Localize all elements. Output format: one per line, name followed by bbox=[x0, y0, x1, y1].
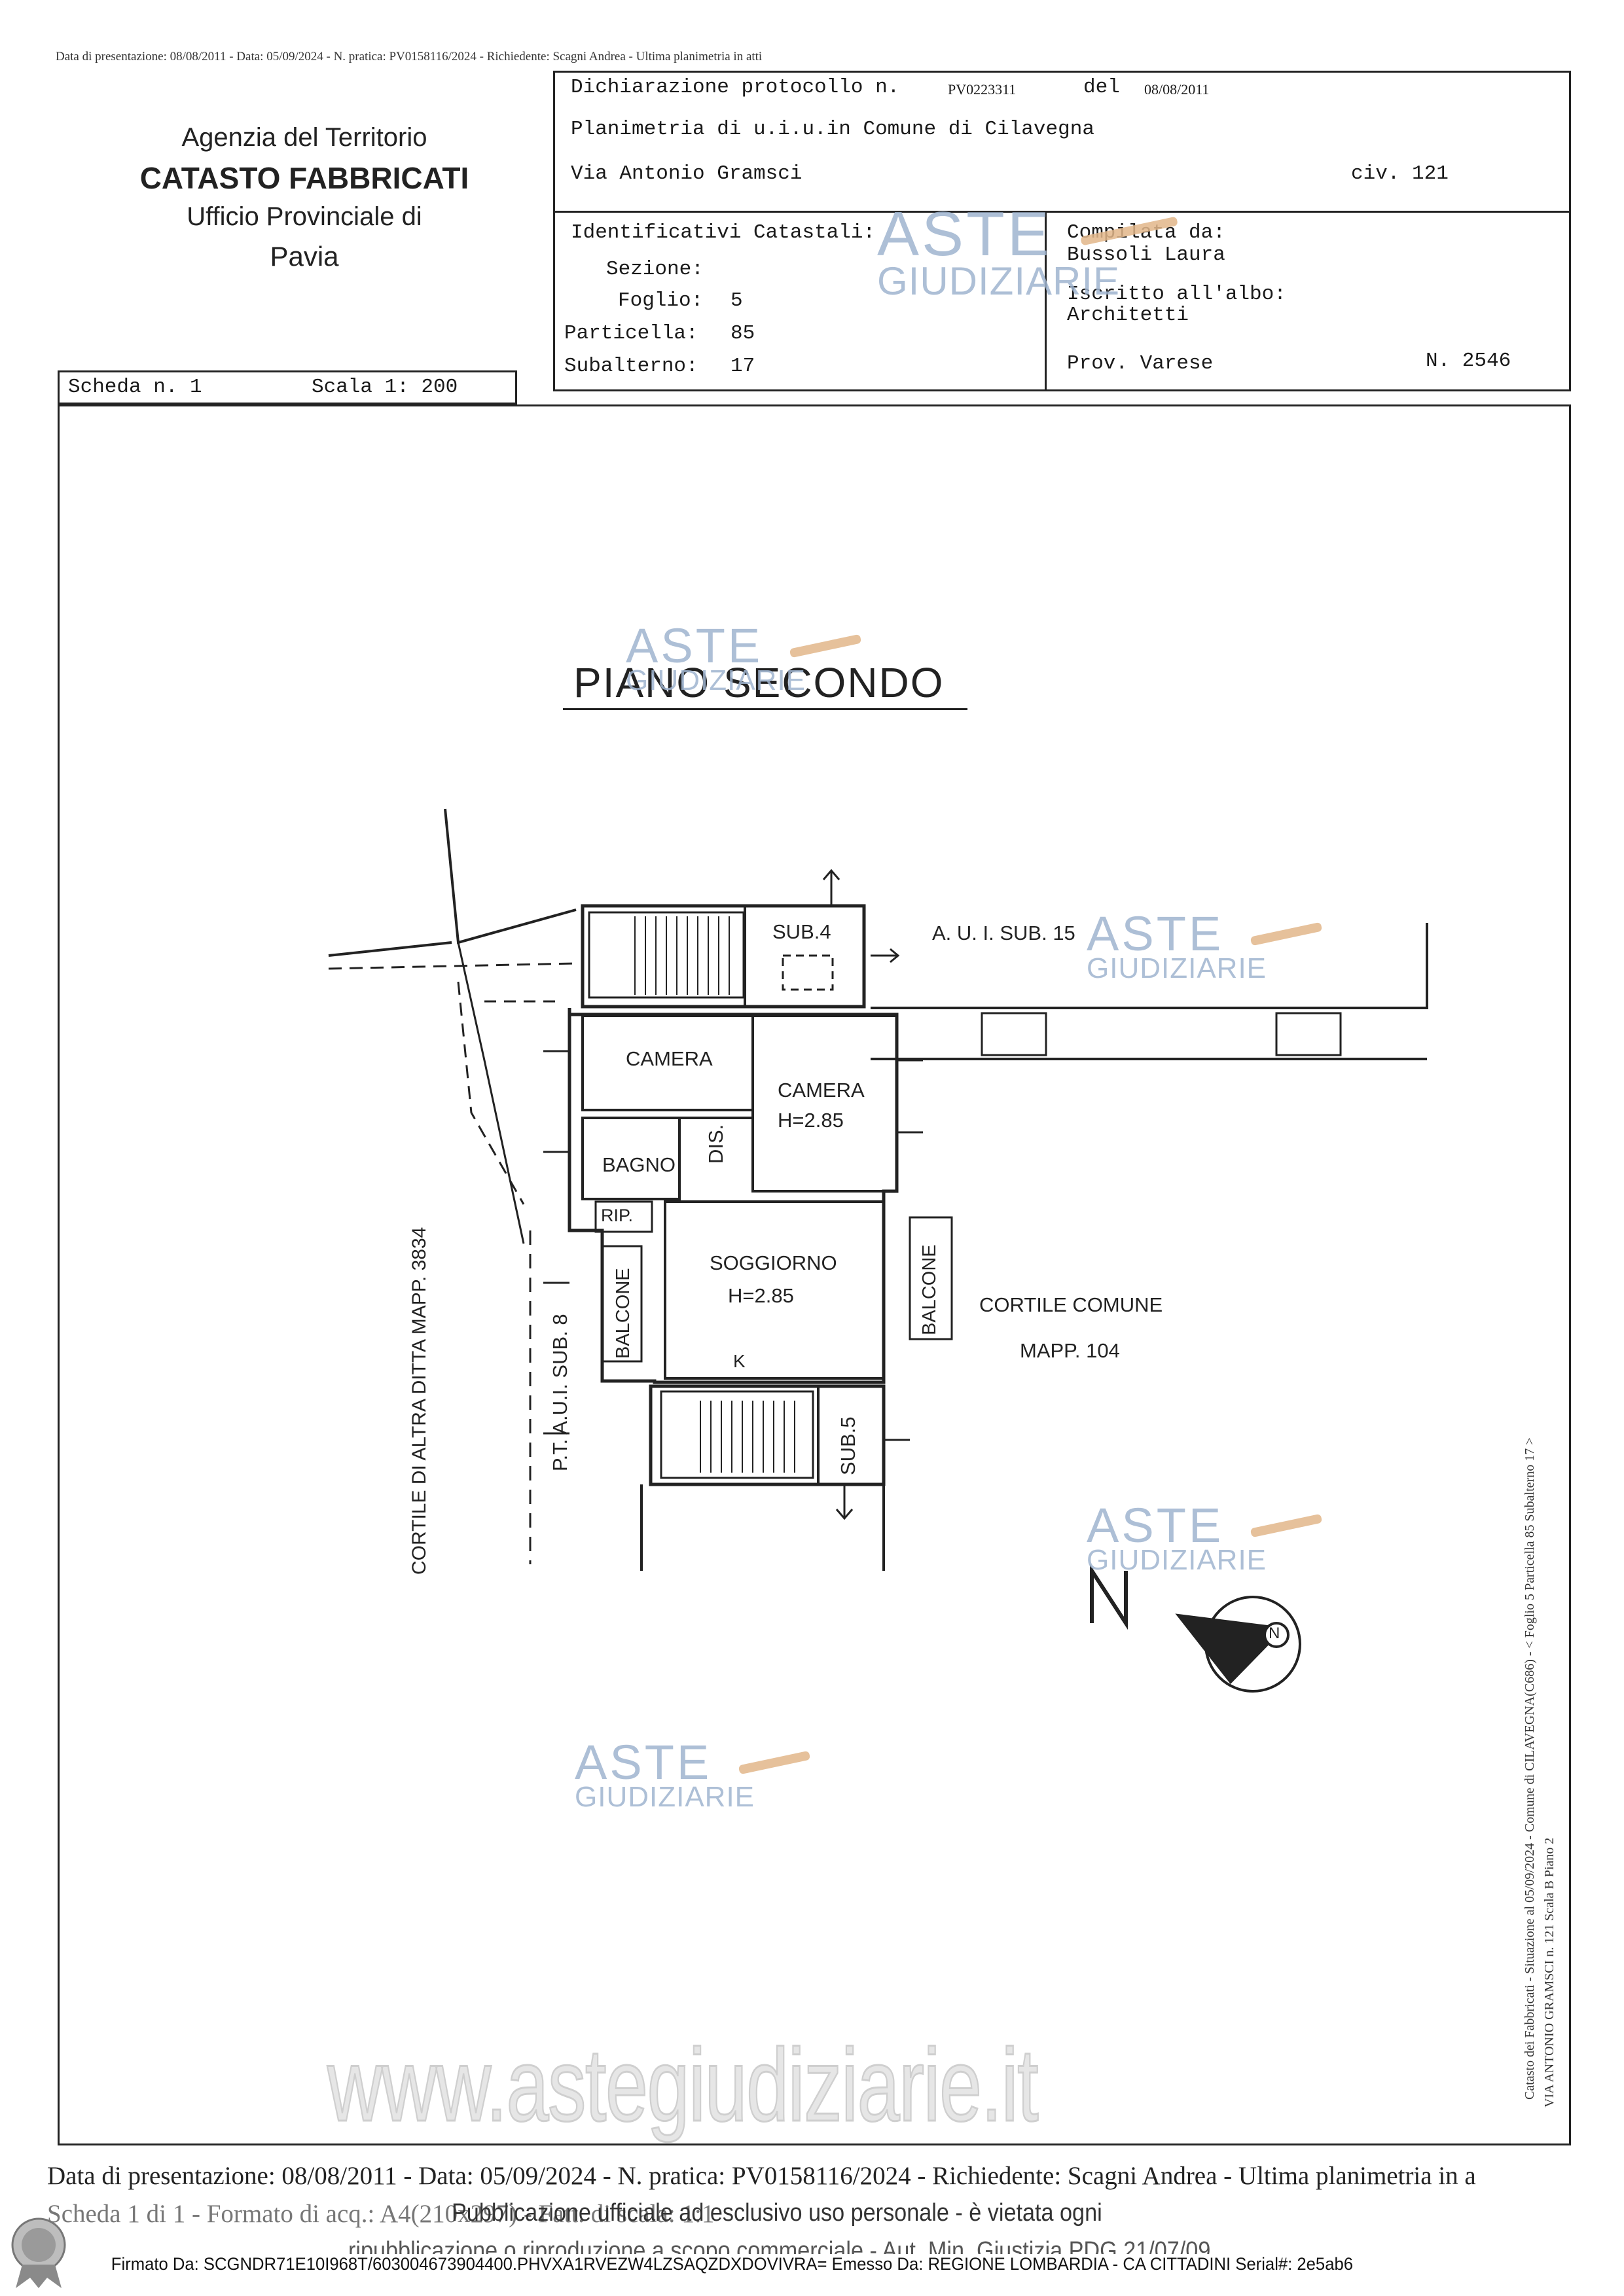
particella-label: Particella: bbox=[564, 322, 698, 345]
floor-title: PIANO SECONDO bbox=[573, 659, 945, 706]
scheda-number: Scheda n. 1 bbox=[68, 376, 202, 399]
protocol-label: Dichiarazione protocollo n. bbox=[571, 76, 900, 99]
label-balcone-right: BALCONE bbox=[919, 1244, 940, 1335]
label-soggiorno: SOGGIORNO bbox=[710, 1251, 837, 1274]
planimetry-text: Planimetria di u.i.u.in Comune di Cilave… bbox=[571, 118, 1094, 141]
drawing-frame bbox=[58, 404, 1571, 2145]
protocol-value: PV0223311 bbox=[948, 81, 1017, 98]
label-camera-left: CAMERA bbox=[626, 1047, 713, 1070]
register-number: N. 2546 bbox=[1426, 350, 1511, 372]
watermark-title: ASTE GIUDIZIARIE bbox=[626, 622, 862, 695]
footer-line2-acq: Scheda 1 di 1 - Formato di acq.: A4(210x… bbox=[47, 2200, 715, 2228]
label-camera-right: CAMERA bbox=[778, 1079, 865, 1102]
declaration-box bbox=[553, 71, 1571, 391]
scale-label: Scala 1: 200 bbox=[312, 376, 458, 399]
scheda-box bbox=[58, 370, 517, 404]
declaration-divider bbox=[553, 211, 1571, 213]
label-pt-aui-sub8: P.T. A.U.I. SUB. 8 bbox=[549, 1314, 571, 1471]
sezione-label: Sezione: bbox=[606, 258, 704, 281]
footer-line2-pub: Pubblicazione ufficiale ad esclusivo uso… bbox=[452, 2199, 1102, 2227]
label-cortile-altra-ditta: CORTILE DI ALTRA DITTA MAPP. 3834 bbox=[408, 1227, 430, 1575]
label-aui-sub15: A. U. I. SUB. 15 bbox=[932, 922, 1075, 944]
subalterno-value: 17 bbox=[731, 355, 755, 378]
label-k: K bbox=[733, 1351, 746, 1371]
compass-rose bbox=[1175, 1596, 1301, 1693]
agency-block: Agenzia del Territorio CATASTO FABBRICAT… bbox=[92, 123, 517, 272]
side-text-line2: VIA ANTONIO GRAMSCI n. 121 Scala B Piano… bbox=[1542, 1837, 1557, 2108]
province: Prov. Varese bbox=[1067, 352, 1214, 375]
label-bagno: BAGNO bbox=[602, 1153, 676, 1176]
identifiers-title: Identificativi Catastali: bbox=[571, 221, 876, 244]
footer-line1: Data di presentazione: 08/08/2011 - Data… bbox=[47, 2162, 1476, 2190]
compiled-value: Bussoli Laura bbox=[1067, 243, 1225, 266]
agency-line4: Pavia bbox=[270, 241, 339, 272]
seal-icon bbox=[4, 2212, 73, 2289]
civic-number: civ. 121 bbox=[1351, 162, 1449, 185]
foglio-label: Foglio: bbox=[618, 289, 704, 312]
date-label: del bbox=[1083, 76, 1120, 99]
agency-line3: Ufficio Provinciale di bbox=[187, 202, 422, 231]
label-cortile-comune: CORTILE COMUNE bbox=[979, 1293, 1163, 1316]
label-dis: DIS. bbox=[704, 1124, 727, 1164]
label-sub5: SUB.5 bbox=[837, 1416, 859, 1475]
particella-value: 85 bbox=[731, 322, 755, 345]
label-soggiorno-height: H=2.85 bbox=[728, 1284, 794, 1307]
north-arrow bbox=[1090, 1564, 1128, 1630]
floor-title-underline bbox=[563, 708, 967, 710]
label-camera-right-height: H=2.85 bbox=[778, 1109, 844, 1132]
agency-line1: Agenzia del Territorio bbox=[181, 123, 427, 152]
foglio-value: 5 bbox=[731, 289, 743, 312]
header-line: Data di presentazione: 08/08/2011 - Data… bbox=[56, 50, 763, 63]
subalterno-label: Subalterno: bbox=[564, 355, 698, 378]
watermark-plan: ASTE GIUDIZIARIE bbox=[1087, 910, 1323, 983]
watermark-top: ASTE GIUDIZIARIE bbox=[877, 203, 1178, 301]
label-sub4: SUB.4 bbox=[772, 920, 831, 943]
label-north: N bbox=[1085, 1577, 1086, 1578]
label-mapp104: MAPP. 104 bbox=[1020, 1339, 1120, 1362]
label-compass-n: N bbox=[1269, 1624, 1280, 1642]
signature-line: Firmato Da: SCGNDR71E10I968T/60300467390… bbox=[109, 2254, 1356, 2274]
registered-label: Iscritto all'albo: bbox=[1067, 283, 1286, 306]
side-text-line1: Catasto dei Fabbricati - Situazione al 0… bbox=[1523, 1437, 1537, 2100]
registered-value: Architetti bbox=[1067, 304, 1189, 327]
address-text: Via Antonio Gramsci bbox=[571, 162, 803, 185]
identifiers-divider bbox=[1045, 211, 1047, 391]
label-rip: RIP. bbox=[601, 1206, 634, 1225]
label-balcone-left: BALCONE bbox=[613, 1268, 634, 1359]
date-value: 08/08/2011 bbox=[1144, 81, 1210, 98]
agency-line2: CATASTO FABBRICATI bbox=[139, 161, 469, 195]
watermark-north: ASTE GIUDIZIARIE bbox=[1087, 1501, 1323, 1575]
watermark-lower: ASTE GIUDIZIARIE bbox=[575, 1738, 811, 1812]
watermark-site: www.astegiudiziarie.it bbox=[327, 2027, 1039, 2144]
